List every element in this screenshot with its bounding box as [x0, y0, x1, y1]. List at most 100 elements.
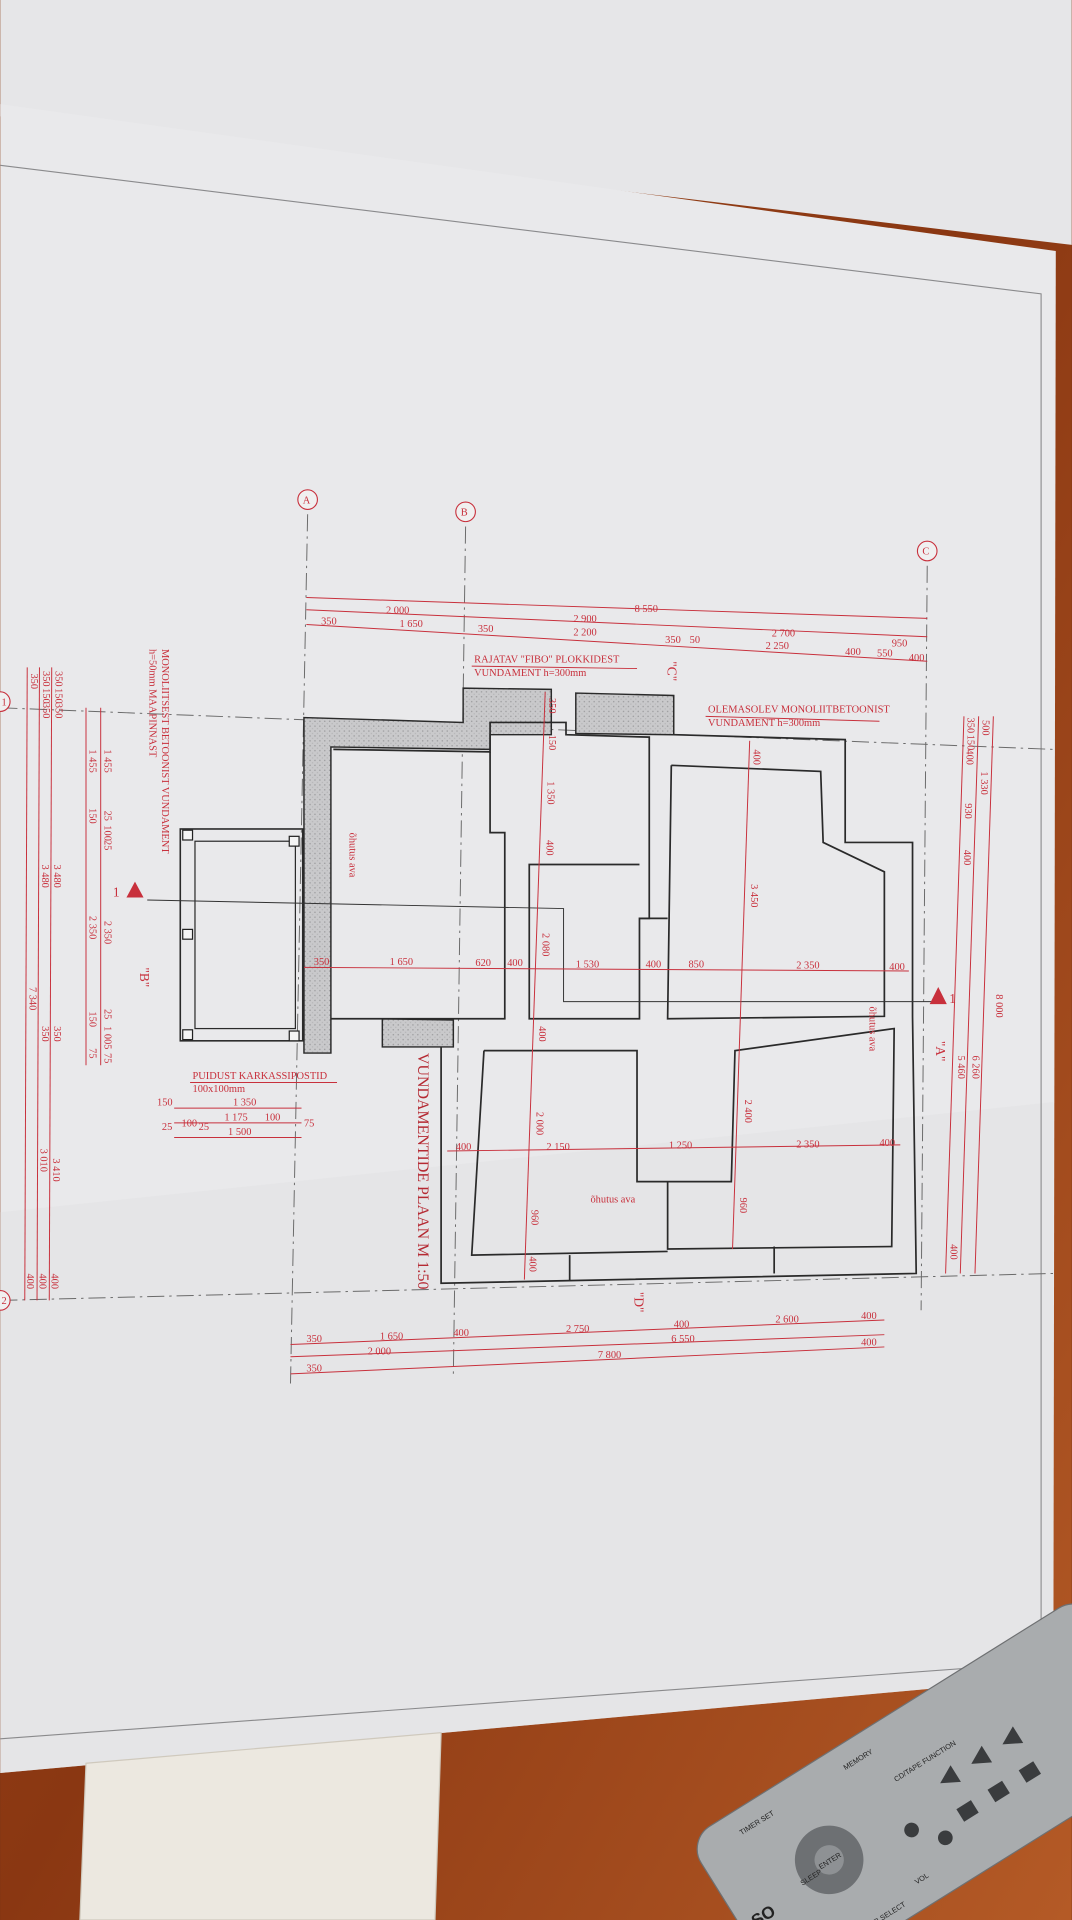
svg-text:A: A — [303, 495, 311, 506]
note-existing-line2: VUNDAMENT h=300mm — [708, 718, 820, 729]
dimension-label-left-outer2: 400 — [36, 1273, 47, 1289]
zone-c-label: "C" — [665, 661, 680, 681]
dimension-label-interior-v1: 350 — [546, 698, 557, 714]
dimension-label-interior-h1: 1 530 — [576, 959, 599, 970]
dimension-label-left-outer1: 400 — [24, 1273, 35, 1289]
dimension-label-left-outer3: 350 — [52, 703, 63, 719]
dimension-label-bottom: 400 — [861, 1311, 877, 1322]
dimension-label-interior-h1: 620 — [475, 958, 491, 969]
wooden-post — [288, 835, 300, 847]
dimension-label-interior-h1: 400 — [646, 959, 662, 970]
section-marker-icon — [126, 881, 144, 898]
dimension-label-left-inner2: 1 455 — [101, 749, 112, 772]
grid-bubble-1: 1 — [0, 691, 11, 712]
dimension-label-left-outer1: 7 340 — [27, 987, 38, 1010]
dimension-label-interior-v2: 3 450 — [748, 884, 759, 907]
dimension-label-right3: 8 000 — [993, 994, 1004, 1017]
dimension-label-left-inner1: 75 — [87, 1048, 98, 1058]
remote-control: ENTER TIMER SET TIMER SELECT VOL MEMORY … — [696, 1603, 1072, 1920]
dimension-label-interior-h1: 400 — [889, 962, 905, 973]
dimension-label-bottom: 6 550 — [671, 1334, 694, 1345]
dimension-label-bottom: 1 650 — [380, 1332, 403, 1343]
dimension-label-bottom: 350 — [306, 1363, 322, 1374]
dimension-label-left-outer1: 350 — [28, 673, 39, 689]
dimension-label-right1: 400 — [961, 850, 972, 866]
dimension-label-right2: 1 330 — [978, 771, 989, 794]
dimension-label-top: 2 900 — [573, 614, 596, 625]
dimension-label-porch: 150 — [157, 1098, 173, 1109]
dimension-label-bottom: 2 750 — [566, 1324, 589, 1335]
dimension-label-left-inner2: 1 005 — [101, 1026, 112, 1049]
dimension-label-left-inner2: 75 — [101, 1053, 112, 1063]
drawing-frame — [0, 164, 1042, 1740]
dimension-label-interior-h1: 350 — [314, 957, 330, 968]
dimension-label-left-outer2: 350 — [40, 703, 51, 719]
dimension-label-left-inner1: 1 455 — [87, 749, 98, 772]
fibo-block-wall — [381, 1018, 455, 1048]
note-posts-line1: PUIDUST KARKASSIPOSTID — [193, 1071, 328, 1082]
dimension-label-interior-v1: 1 350 — [545, 781, 556, 804]
note-vent-2: õhutus ava — [590, 1194, 635, 1205]
dimension-label-porch: 1 500 — [228, 1127, 251, 1138]
dimension-label-left-inner2: 25 — [101, 840, 112, 850]
zone-d-label: "D" — [632, 1292, 647, 1313]
dimension-label-left-inner1: 2 350 — [87, 916, 98, 939]
dimension-label-interior-h2: 400 — [456, 1142, 472, 1153]
dimension-label-interior-h2: 400 — [879, 1138, 895, 1149]
dimension-label-top: 2 700 — [772, 629, 795, 640]
dimension-label-left-inner2: 2 350 — [101, 921, 112, 944]
dimension-label-left-inner1: 150 — [87, 808, 98, 824]
dimension-label-left-inner2: 25 — [101, 1009, 112, 1019]
paper-fold-shade — [0, 1102, 1054, 1774]
dimension-label-interior-v1: 960 — [529, 1210, 540, 1226]
dimension-label-porch: 100 — [182, 1119, 198, 1130]
dimension-label-interior-v1: 2 000 — [534, 1112, 545, 1135]
section-mark-right: 1 — [949, 991, 956, 1006]
dimension-label-left-outer3: 400 — [49, 1273, 60, 1289]
note-vent-3: õhutus ava — [867, 1007, 878, 1052]
dimension-label-left-outer2: 3 480 — [39, 864, 50, 887]
dimension-label-top: 50 — [690, 635, 700, 646]
dimension-label-porch: 100 — [265, 1112, 281, 1123]
dimension-label-left-outer3: 3 480 — [51, 864, 62, 887]
dimension-label-right1: 5 460 — [955, 1056, 966, 1079]
note-fibo-line1: RAJATAV "FIBO" PLOKKIDEST — [474, 654, 620, 665]
svg-text:1: 1 — [2, 697, 7, 708]
note-vent-1: õhutus ava — [346, 833, 357, 878]
dimension-label-top: 2 250 — [766, 641, 789, 652]
svg-text:B: B — [461, 508, 468, 519]
note-posts-line2: 100x100mm — [193, 1084, 246, 1095]
dimension-label-top: 1 650 — [399, 619, 422, 630]
dimension-label-top: 2 200 — [573, 628, 596, 639]
wooden-post — [182, 1029, 194, 1041]
fibo-block-wall — [575, 692, 675, 736]
dimension-label-top: 2 000 — [386, 605, 409, 616]
dimension-label-interior-h1: 400 — [507, 958, 523, 969]
wooden-post — [182, 928, 194, 940]
dimension-label-interior-v1: 400 — [536, 1026, 547, 1042]
dimension-label-left-inner2: 100 — [101, 825, 112, 841]
dimension-label-left-inner1: 150 — [87, 1011, 98, 1027]
dimension-label-left-outer2: 150 — [40, 688, 51, 704]
dimension-label-right1: 400 — [963, 749, 974, 765]
dimension-label-interior-h1: 1 650 — [390, 957, 413, 968]
dimension-label-top: 350 — [478, 624, 494, 635]
section-line — [147, 899, 938, 1003]
dimension-label-interior-v2: 960 — [737, 1198, 748, 1214]
dimension-label-interior-h1: 2 350 — [796, 961, 819, 972]
dimension-label-porch: 1 350 — [233, 1098, 256, 1109]
dimension-label-interior-h2: 2 350 — [796, 1139, 819, 1150]
dimension-label-right1: 930 — [962, 803, 973, 819]
dimension-label-interior-h2: 1 250 — [669, 1141, 692, 1152]
dimension-label-bottom: 400 — [674, 1319, 690, 1330]
svg-text:2: 2 — [2, 1296, 7, 1307]
dimension-label-left-outer2: 3 010 — [38, 1149, 49, 1172]
dimension-label-bottom: 7 800 — [598, 1350, 621, 1361]
wooden-post — [288, 1030, 300, 1042]
grid-bubble-a: A — [297, 489, 318, 510]
dimension-label-top: 400 — [845, 647, 861, 658]
foundation-walls — [303, 687, 918, 1285]
dimension-label-bottom: 350 — [306, 1334, 322, 1345]
